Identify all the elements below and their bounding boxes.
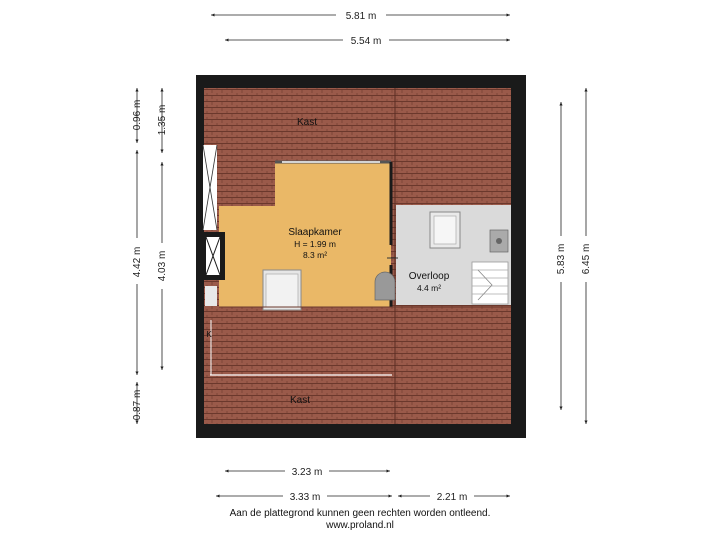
roof-corner bbox=[219, 142, 275, 206]
closet-left-lower bbox=[205, 286, 217, 306]
dim-top-inner: 5.54 m bbox=[351, 36, 382, 47]
staircase bbox=[471, 261, 509, 305]
dim-left-inner-2: 4.03 m bbox=[157, 251, 168, 282]
toilet bbox=[374, 271, 396, 301]
dim-bottom-2: 3.33 m bbox=[290, 492, 321, 503]
dim-bottom-3: 2.21 m bbox=[437, 492, 468, 503]
dim-top-outer: 5.81 m bbox=[346, 11, 377, 22]
kast-bottom-label: Kast bbox=[290, 395, 310, 406]
overloop-area: 4.4 m² bbox=[417, 283, 441, 293]
slaapkamer-height: H = 1.99 m bbox=[294, 239, 336, 249]
dim-left-3: 0.87 m bbox=[132, 390, 143, 421]
overloop-name: Overloop bbox=[409, 271, 450, 282]
disclaimer-text: Aan de plattegrond kunnen geen rechten w… bbox=[229, 508, 491, 519]
dim-right-inner: 5.83 m bbox=[556, 244, 567, 275]
dim-left-1: 0.96 m bbox=[132, 100, 143, 131]
dim-left-inner-1: 1.35 m bbox=[157, 105, 168, 136]
slaapkamer-floor-upper bbox=[274, 162, 391, 207]
slaapkamer-name: Slaapkamer bbox=[288, 227, 342, 238]
slaapkamer-area: 8.3 m² bbox=[303, 250, 327, 260]
website-link[interactable]: www.proland.nl bbox=[326, 520, 394, 531]
dim-right-outer: 6.45 m bbox=[581, 244, 592, 275]
dim-left-2: 4.42 m bbox=[132, 247, 143, 278]
dim-bottom-1: 3.23 m bbox=[292, 467, 323, 478]
k-label: K bbox=[206, 330, 212, 339]
kast-top-label: Kast bbox=[297, 117, 317, 128]
